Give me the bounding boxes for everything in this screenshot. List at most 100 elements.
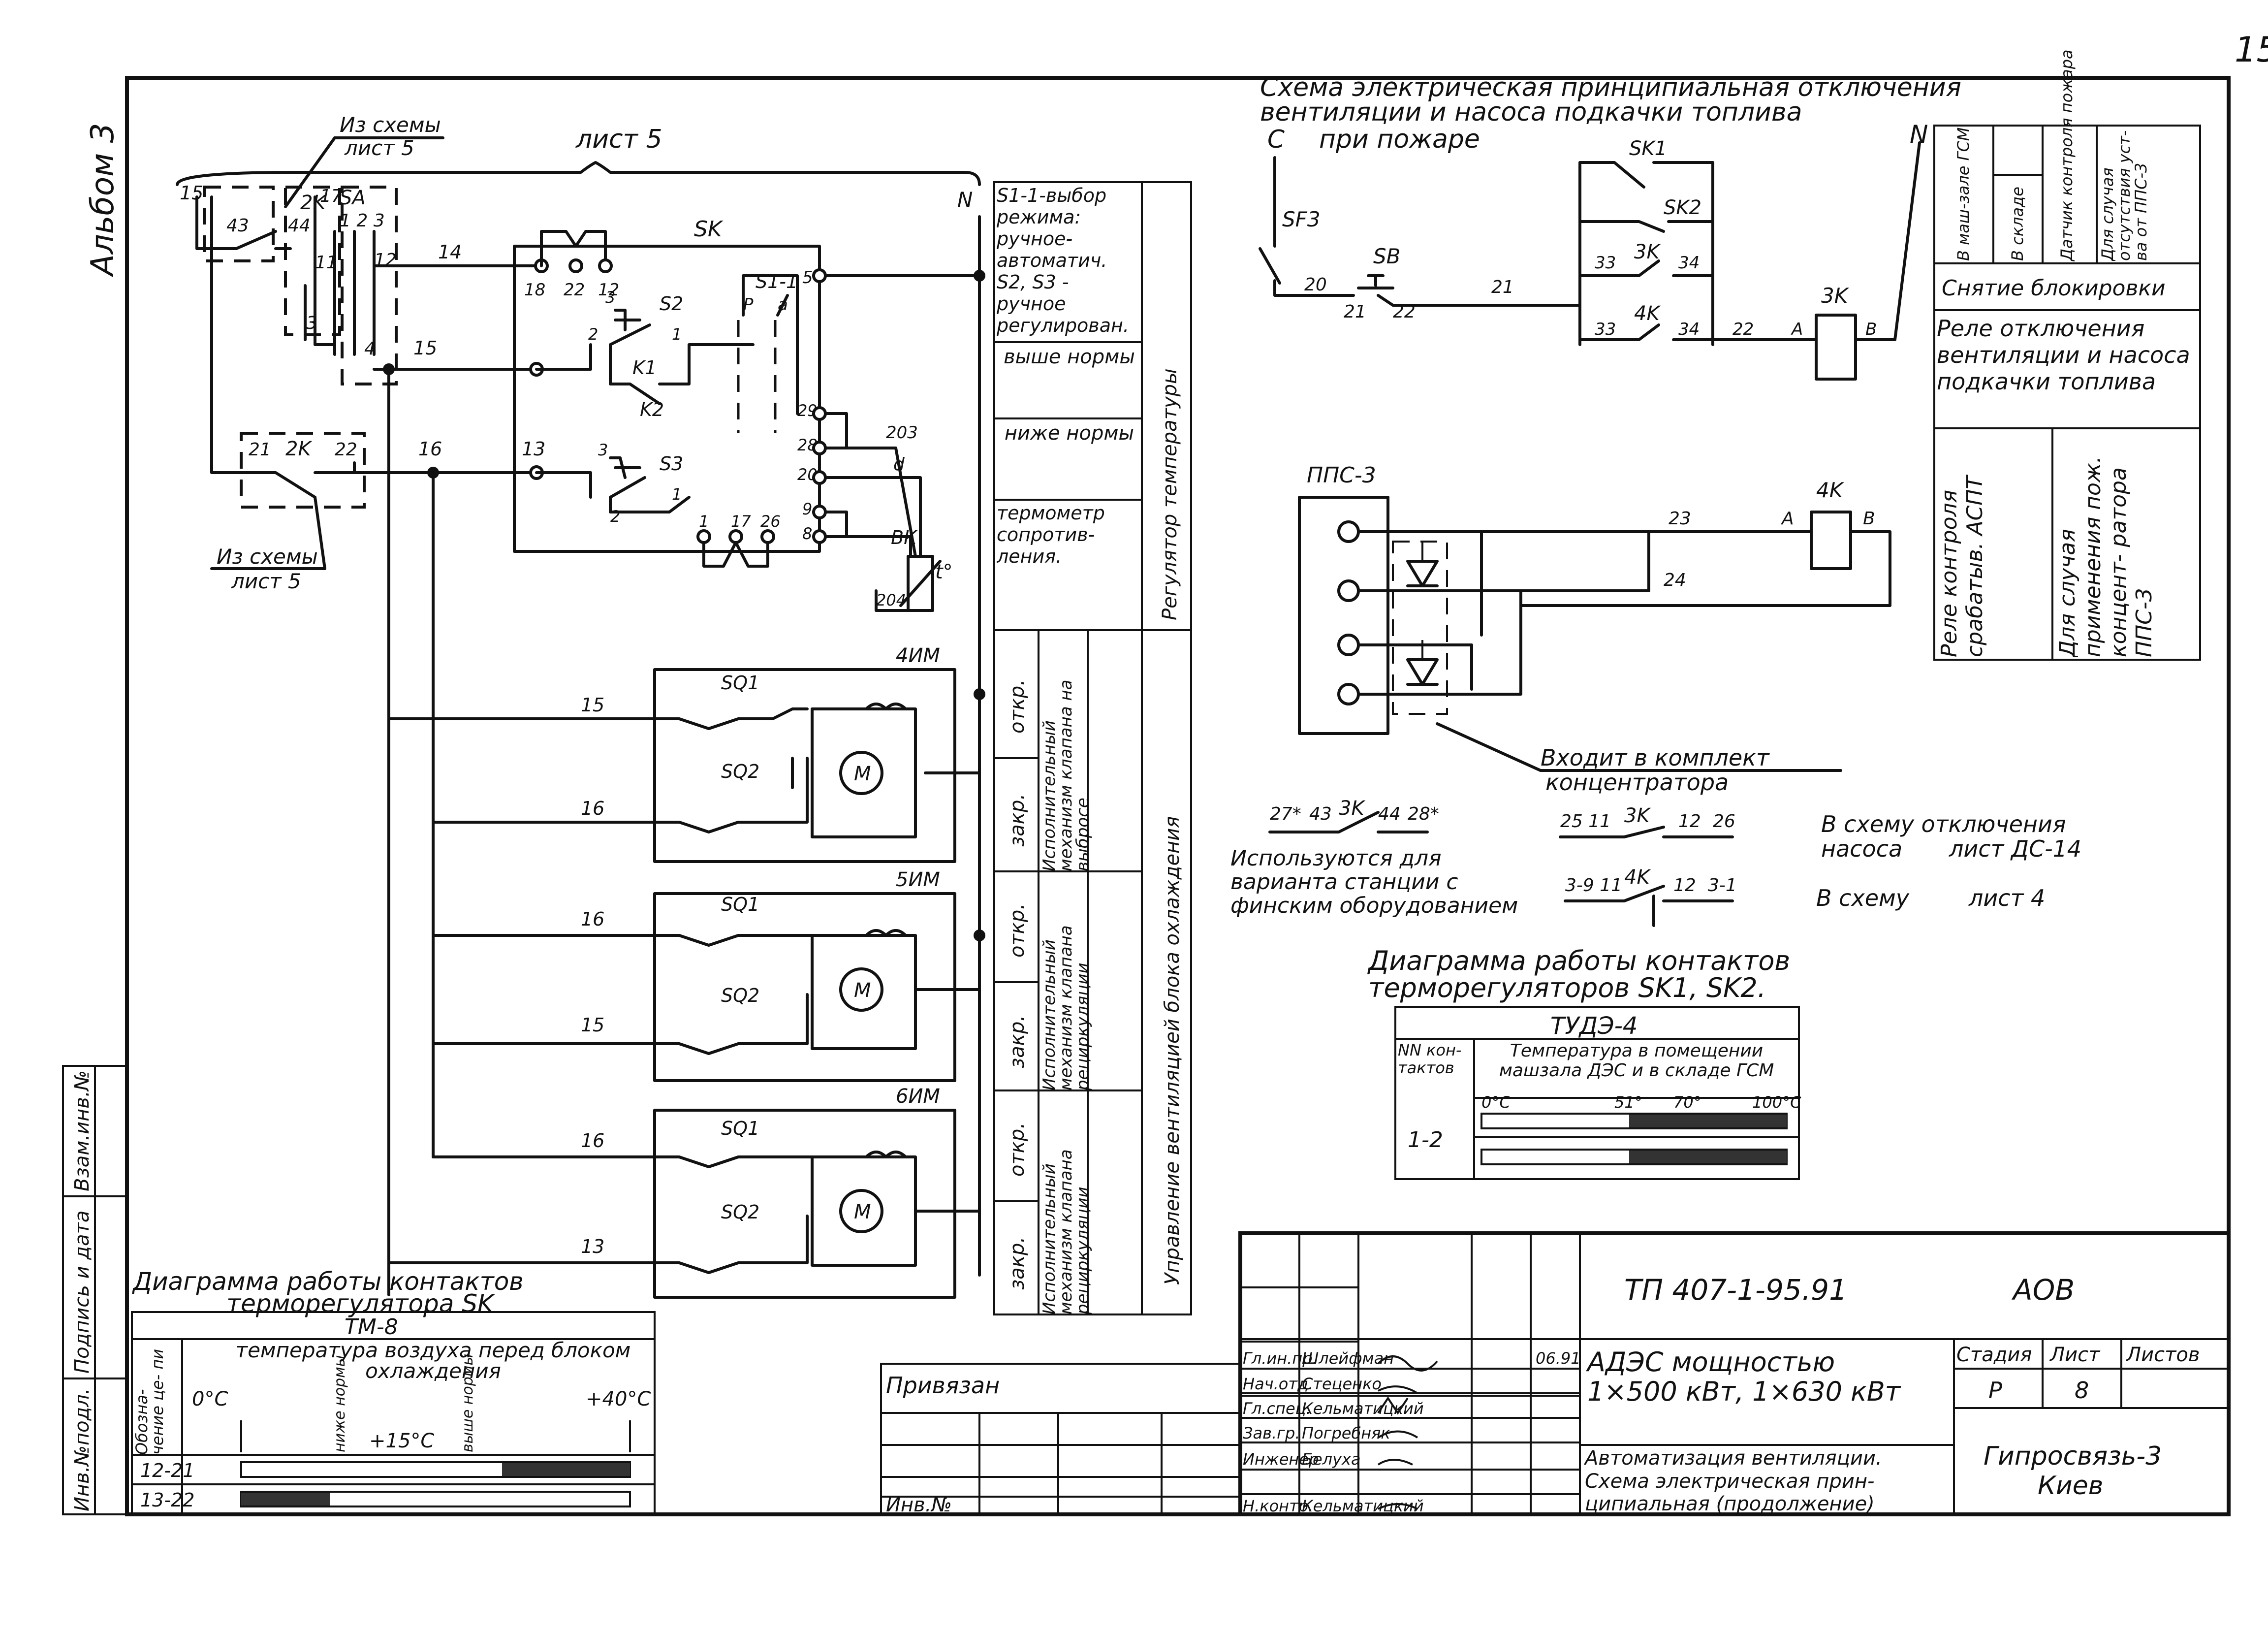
svg-text:43: 43 <box>1309 804 1332 824</box>
vk-label: ВК <box>891 527 918 548</box>
tb-org-1: Гипросвязь-3 <box>1984 1442 2162 1471</box>
sheet-ref-top: лист 5 <box>575 125 662 154</box>
t-label: t° <box>935 561 953 583</box>
tude-col-contacts: NN кон- тактов <box>1398 1041 1462 1077</box>
tb-drawing-3: ципиальная (продолжение) <box>1585 1493 1875 1515</box>
motor-6im-wire-top: 16 <box>581 1130 604 1152</box>
tb-role-2: Нач.отд. <box>1243 1375 1313 1393</box>
above-norm: выше нормы <box>1004 346 1135 368</box>
tb-stage-h: Стадия <box>1956 1344 2032 1366</box>
right-k4-coil: 4K <box>1816 478 1845 502</box>
svg-text:22: 22 <box>335 440 357 460</box>
thermometer: термометр сопротив- ления. <box>997 502 1105 567</box>
sk-label: SK <box>694 217 724 242</box>
pps-wire-b: B <box>1863 509 1875 529</box>
svg-text:d: d <box>893 454 905 475</box>
svg-text:34: 34 <box>1678 253 1700 273</box>
regulator-note: S1-1-выбор режима: ручное-автоматич. S2,… <box>997 185 1129 336</box>
tb-name-5: Белуха <box>1302 1450 1361 1469</box>
pps-wire-24: 24 <box>1664 570 1686 590</box>
tb-org-2: Киев <box>2038 1471 2103 1501</box>
svg-text:3K: 3K <box>1624 804 1651 827</box>
regulator-group: Регулятор температуры <box>1159 368 1181 620</box>
svg-text:12: 12 <box>598 280 619 300</box>
svg-text:4K: 4K <box>1624 866 1651 889</box>
pr-c1: В маш-зале ГСМ <box>1954 128 1973 261</box>
svg-text:3K: 3K <box>1339 797 1365 820</box>
k1-label: K1 <box>632 357 657 379</box>
svg-text:5: 5 <box>802 268 813 288</box>
tb-name-4: Погребняк <box>1302 1424 1390 1442</box>
close-6: закр. <box>1006 1237 1029 1290</box>
tied-table <box>880 1363 1241 1515</box>
open-5: откр. <box>1006 903 1029 958</box>
pps-label: ППС-3 <box>1307 463 1376 488</box>
sk-row-2: 13-22 <box>140 1489 194 1511</box>
motor-6im: 6ИМ SQ1 SQ2 16 13 M <box>387 1085 981 1299</box>
svg-text:17: 17 <box>731 512 751 531</box>
tb-role-1: Гл.ин.пр. <box>1243 1349 1318 1368</box>
sk-row-1: 12-21 <box>140 1460 194 1481</box>
svg-text:17: 17 <box>320 186 343 206</box>
tb-sheet: 8 <box>2075 1377 2089 1404</box>
svg-text:13: 13 <box>522 438 545 460</box>
margin-replace-inv: Взам.инв.№ <box>71 1070 94 1191</box>
tude-t51: 51° <box>1614 1093 1642 1112</box>
right-k3-coil: 3K <box>1821 284 1850 308</box>
right-c-label: C <box>1267 125 1285 154</box>
sheet4-note-2: лист 4 <box>1968 885 2045 911</box>
svg-text:43: 43 <box>226 216 249 236</box>
pump-note-1: В схему отключения <box>1821 811 2066 837</box>
sk-t-mid: +15°C <box>369 1430 434 1452</box>
mech-6: Исполнительный механизм клапана рециркул… <box>1041 1149 1093 1314</box>
right-schematic: Схема электрическая принципиальная отклю… <box>1230 73 2081 927</box>
tb-name-6: Кельматицкий <box>1302 1497 1424 1515</box>
below-norm: ниже нормы <box>1004 422 1134 445</box>
pr-c2: В складе <box>2008 187 2027 261</box>
sk-diag-title-2: терморегулятора SK <box>226 1289 496 1318</box>
tb-drawing-2: Схема электрическая прин- <box>1585 1470 1874 1493</box>
svg-text:3-1: 3-1 <box>1708 875 1737 896</box>
margin-stamp: Инв.№подл. Подпись и дата Взам.инв.№ <box>62 1065 128 1515</box>
svg-text:203: 203 <box>886 423 918 443</box>
tb-role-5: Инженер <box>1243 1450 1319 1469</box>
s2-label: S2 <box>660 293 683 315</box>
sk-t-above: выше нормы <box>459 1354 476 1452</box>
svg-text:15: 15 <box>413 337 437 359</box>
tude-contact-diagram: Диаграмма работы контактов терморегулято… <box>1367 945 1801 1180</box>
motor-4im-name: 4ИМ <box>896 644 940 667</box>
tude-row: 1-2 <box>1408 1127 1443 1153</box>
sk-t-max: +40°C <box>586 1388 651 1410</box>
pr-c4: Для случая отсутствия уст-ва от ППС-3 <box>2099 130 2150 261</box>
pump-note-3: лист ДС-14 <box>1949 835 2081 862</box>
motor-4im-wire-bottom: 16 <box>581 798 604 819</box>
svg-text:204: 204 <box>876 591 906 609</box>
svg-text:1: 1 <box>672 485 682 504</box>
switch-sa: SA <box>340 187 366 209</box>
motor-4im-sq1: SQ1 <box>721 672 759 694</box>
tb-role-4: Зав.гр. <box>1243 1424 1300 1442</box>
motor-6im-symbol: M <box>854 1201 871 1223</box>
svg-text:3: 3 <box>598 441 608 459</box>
s1-1-p: P <box>743 295 754 315</box>
cooling-group: Управление вентиляцией блока охлаждения <box>1161 816 1184 1285</box>
svg-text:15: 15 <box>180 182 203 204</box>
svg-text:44: 44 <box>288 216 311 236</box>
pps-wire-a: A <box>1781 509 1794 529</box>
right-k3-contact: 3K <box>1634 241 1661 263</box>
relay-2k-bottom: 2K <box>285 438 312 460</box>
tb-suffix: АОВ <box>2011 1273 2075 1307</box>
motor-6im-sq2: SQ2 <box>721 1201 759 1223</box>
sk-diag-col-contacts: Обозна- чение це- пи <box>134 1348 167 1455</box>
motor-4im-sq2: SQ2 <box>721 761 759 782</box>
svg-text:33: 33 <box>1595 253 1616 273</box>
purpose-table-right: В маш-зале ГСМ В складе Датчик контроля … <box>1933 49 2201 661</box>
pr-pps-case: Для случая применения пож. концент- рато… <box>2055 456 2157 657</box>
svg-text:33: 33 <box>1595 320 1616 339</box>
from-scheme-top-1: Из схемы <box>340 113 441 137</box>
margin-sign-date: Подпись и дата <box>71 1211 94 1374</box>
svg-text:A: A <box>1791 320 1803 339</box>
close-5: закр. <box>1006 1015 1029 1068</box>
svg-text:1 2 3: 1 2 3 <box>340 211 385 231</box>
